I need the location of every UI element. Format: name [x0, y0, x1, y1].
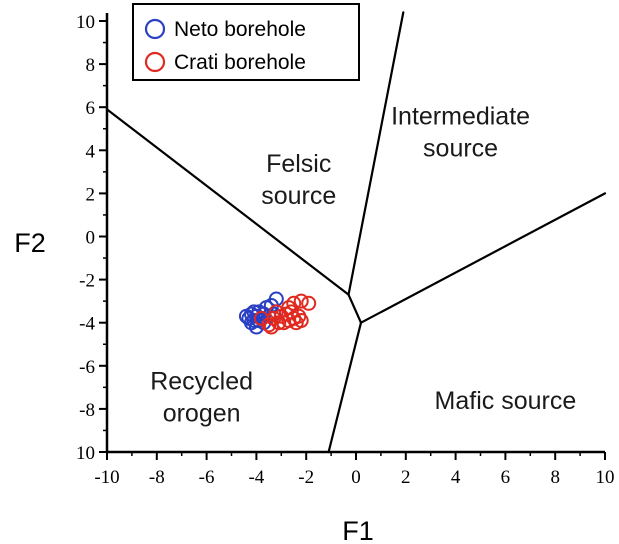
y-tick-label: -2: [79, 271, 95, 292]
x-tick-label: 8: [550, 467, 560, 488]
data-points: [238, 291, 317, 335]
data-point: [263, 319, 279, 335]
boundary-lines: [105, 11, 607, 454]
x-axis-title: F1: [342, 516, 374, 544]
region-label: Recycled orogen: [150, 368, 253, 428]
region-label-line: orogen: [163, 400, 241, 428]
legend-label-crati: Crati borehole: [174, 51, 306, 74]
legend-marker-crati: [144, 51, 166, 73]
data-point: [271, 315, 287, 331]
y-tick-label: -8: [79, 400, 95, 421]
region-label: Intermediate source: [391, 102, 530, 162]
data-point: [293, 313, 309, 329]
x-tick-label: 6: [501, 467, 511, 488]
data-point: [293, 293, 309, 309]
x-tick-label: -8: [149, 467, 165, 488]
x-tick-label: -6: [199, 467, 215, 488]
boundary-line: [327, 321, 363, 454]
region-label-line: source: [261, 182, 336, 210]
x-tick-label: 10: [596, 467, 615, 488]
x-tick-label: 2: [401, 467, 411, 488]
data-point: [286, 295, 302, 311]
region-label-line: Intermediate: [391, 102, 530, 130]
y-tick-label: 2: [86, 184, 96, 205]
x-tick-label: 0: [351, 467, 361, 488]
legend-label-neto: Neto borehole: [174, 18, 306, 41]
region-label-line: Mafic source: [435, 387, 577, 415]
y-tick-label: 8: [86, 55, 96, 76]
y-tick-label: -4: [79, 314, 95, 335]
y-tick-label: 10: [76, 443, 95, 464]
x-tick-label: 4: [451, 467, 461, 488]
data-point: [301, 295, 317, 311]
y-tick-label: 10: [76, 12, 95, 33]
region-label: Felsic source: [261, 150, 336, 210]
boundary-line: [347, 293, 363, 324]
legend-box: [132, 3, 360, 81]
region-label: Mafic source: [435, 387, 577, 415]
x-tick-label: -10: [94, 467, 119, 488]
boundary-line: [347, 11, 405, 296]
y-tick-label: 4: [86, 141, 96, 162]
y-tick-label: 0: [86, 228, 96, 249]
x-tick-label: -4: [248, 467, 264, 488]
region-label-line: source: [423, 134, 498, 162]
ticks: -10 -8 -6 -4 -2 0 2 4 6 8 10 10 8 6 4 2 0 -2 -4 -6 -8 10: [76, 12, 615, 488]
x-tick-label: -2: [298, 467, 314, 488]
legend: Neto borehole Crati borehole: [132, 3, 360, 81]
y-tick-label: 6: [86, 98, 96, 119]
y-tick-label: -6: [79, 357, 95, 378]
boundary-line: [105, 108, 350, 296]
legend-marker-neto: [144, 18, 166, 40]
data-point: [281, 300, 297, 316]
region-label-line: Recycled: [150, 368, 253, 396]
boundary-line: [359, 192, 607, 324]
y-axis-title: F2: [14, 228, 46, 258]
region-label-line: Felsic: [266, 150, 331, 178]
